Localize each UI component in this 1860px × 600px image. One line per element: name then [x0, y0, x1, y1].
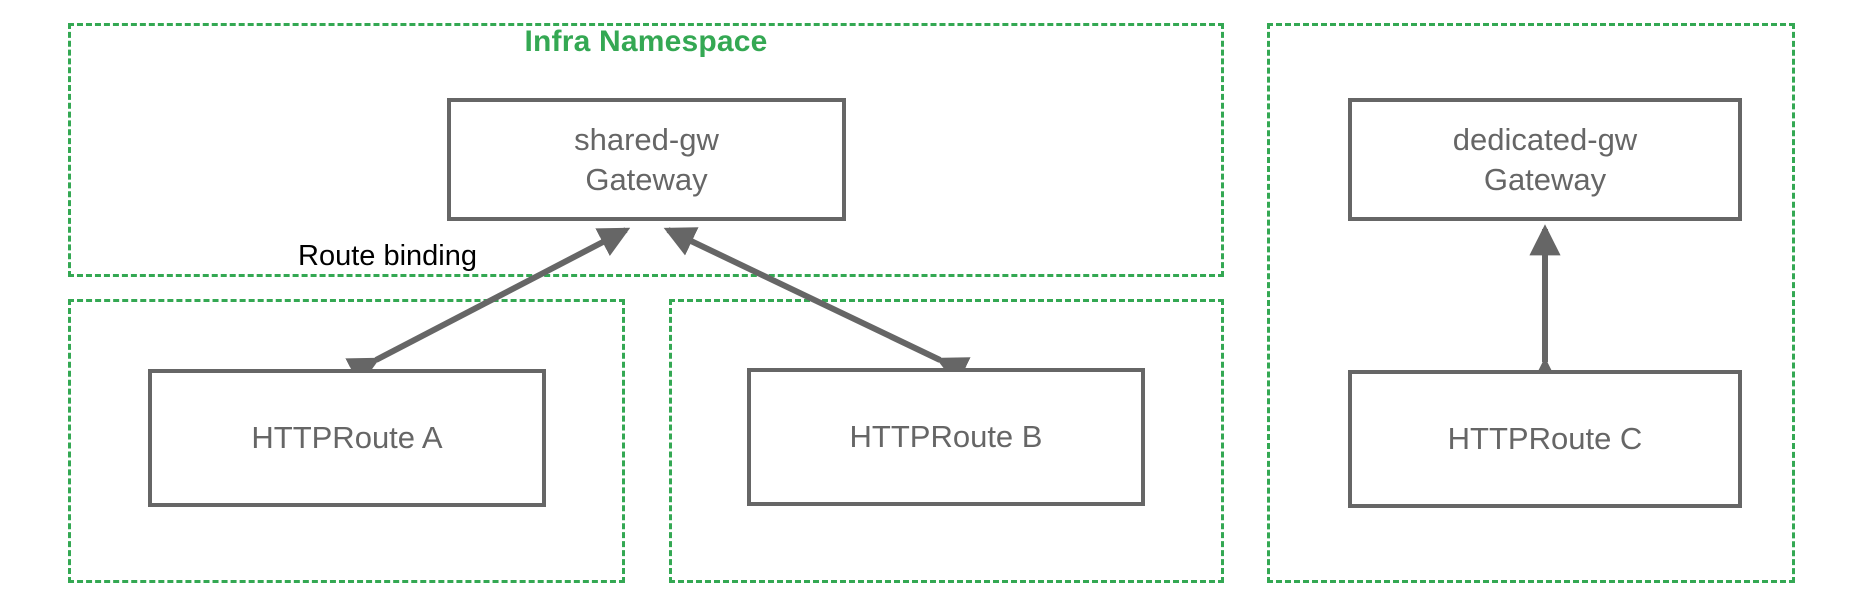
resource-box-httproute-b[interactable]: HTTPRoute B [747, 368, 1145, 506]
resource-box-httproute-a[interactable]: HTTPRoute A [148, 369, 546, 507]
resource-label-httproute-a: HTTPRoute A [251, 420, 443, 456]
namespace-container-infra [68, 23, 1224, 277]
resource-box-httproute-c[interactable]: HTTPRoute C [1348, 370, 1742, 508]
resource-label-httproute-b: HTTPRoute B [849, 419, 1043, 455]
namespace-container-c [1267, 23, 1795, 583]
resource-label-dedicated-gw: dedicated-gw Gateway [1452, 121, 1638, 197]
namespace-label-infra: Infra Namespace [524, 25, 768, 58]
resource-box-shared-gw[interactable]: shared-gw Gateway [447, 98, 846, 221]
edge-label-route-binding: Route binding [298, 240, 477, 272]
resource-box-dedicated-gw[interactable]: dedicated-gw Gateway [1348, 98, 1742, 221]
resource-label-shared-gw: shared-gw Gateway [574, 121, 719, 197]
resource-label-httproute-c: HTTPRoute C [1447, 421, 1643, 457]
